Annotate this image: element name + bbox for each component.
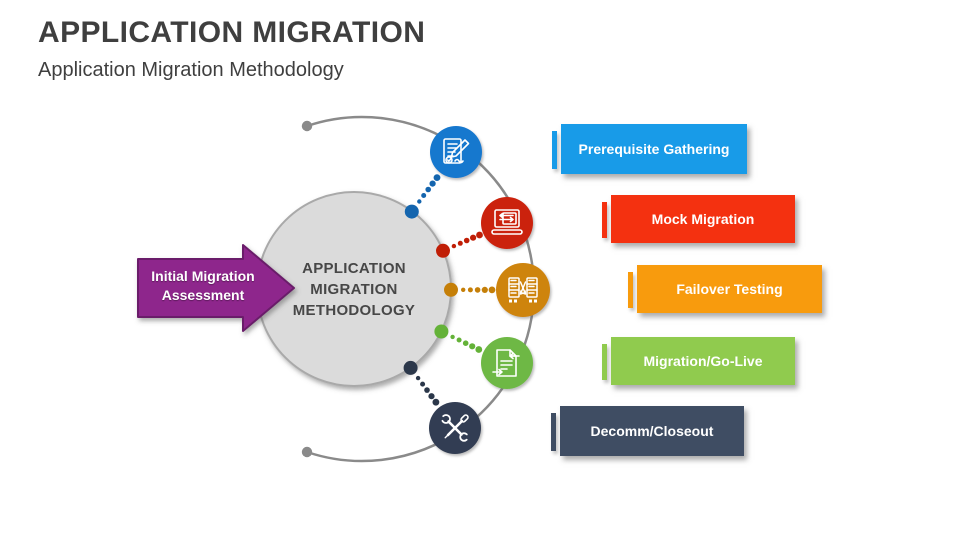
central-circle-label: APPLICATION MIGRATION METHODOLOGY <box>262 258 446 321</box>
laptop-transfer-icon <box>491 209 523 235</box>
step-decomm-closeout: Decomm/Closeout <box>551 406 744 456</box>
document-arrows-icon <box>492 349 520 377</box>
step-label-migration-golive: Migration/Go-Live <box>643 353 763 369</box>
circle-label-line-2: MIGRATION <box>310 281 398 298</box>
accent-bar-golive <box>602 344 607 380</box>
step-failover-testing: Failover Testing <box>628 265 822 313</box>
icon-circle-failover <box>496 263 550 317</box>
arrow-label-line-2: Assessment <box>161 287 245 303</box>
arrow-label-line-1: Initial Migration <box>151 268 255 284</box>
step-migration-golive: Migration/Go-Live <box>602 337 795 385</box>
connector-golive <box>434 324 483 353</box>
accent-bar-mock-migration <box>602 202 607 238</box>
connector-decomm <box>403 360 440 406</box>
step-label-prerequisite-gathering: Prerequisite Gathering <box>578 141 730 157</box>
step-label-decomm-closeout: Decomm/Closeout <box>590 423 714 439</box>
accent-bar-prerequisite <box>552 131 557 169</box>
step-box-mock-migration[interactable]: Mock Migration <box>611 195 795 243</box>
step-box-failover-testing[interactable]: Failover Testing <box>637 265 822 313</box>
arc-end-dot-top <box>301 120 313 132</box>
connector-prerequisite <box>404 174 441 219</box>
circle-label-line-1: APPLICATION <box>302 260 406 277</box>
wrench-screwdriver-icon <box>441 414 469 442</box>
arrow-label: Initial Migration Assessment <box>142 267 264 305</box>
step-box-decomm-closeout[interactable]: Decomm/Closeout <box>560 406 744 456</box>
step-prerequisite-gathering: Prerequisite Gathering <box>552 124 747 174</box>
circle-label-line-3: METHODOLOGY <box>292 302 416 319</box>
step-box-migration-golive[interactable]: Migration/Go-Live <box>611 337 795 385</box>
arc-end-dot-bottom <box>301 446 313 458</box>
accent-bar-failover <box>628 272 633 308</box>
step-mock-migration: Mock Migration <box>602 195 795 243</box>
step-label-mock-migration: Mock Migration <box>651 211 755 227</box>
connector-mock-migration <box>436 231 483 258</box>
icon-circle-prerequisite <box>430 126 482 178</box>
icon-circle-golive <box>481 337 533 389</box>
icon-circle-mock-migration <box>481 197 533 249</box>
page-title: APPLICATION MIGRATION <box>38 16 426 49</box>
connector-failover <box>444 282 496 297</box>
accent-bar-decomm <box>551 413 556 451</box>
page-subtitle: Application Migration Methodology <box>38 59 344 81</box>
step-box-prerequisite-gathering[interactable]: Prerequisite Gathering <box>561 124 747 174</box>
server-failover-icon <box>508 277 538 303</box>
step-label-failover-testing: Failover Testing <box>676 281 783 297</box>
document-pen-icon <box>443 138 470 164</box>
initial-assessment-arrow[interactable] <box>137 244 295 332</box>
